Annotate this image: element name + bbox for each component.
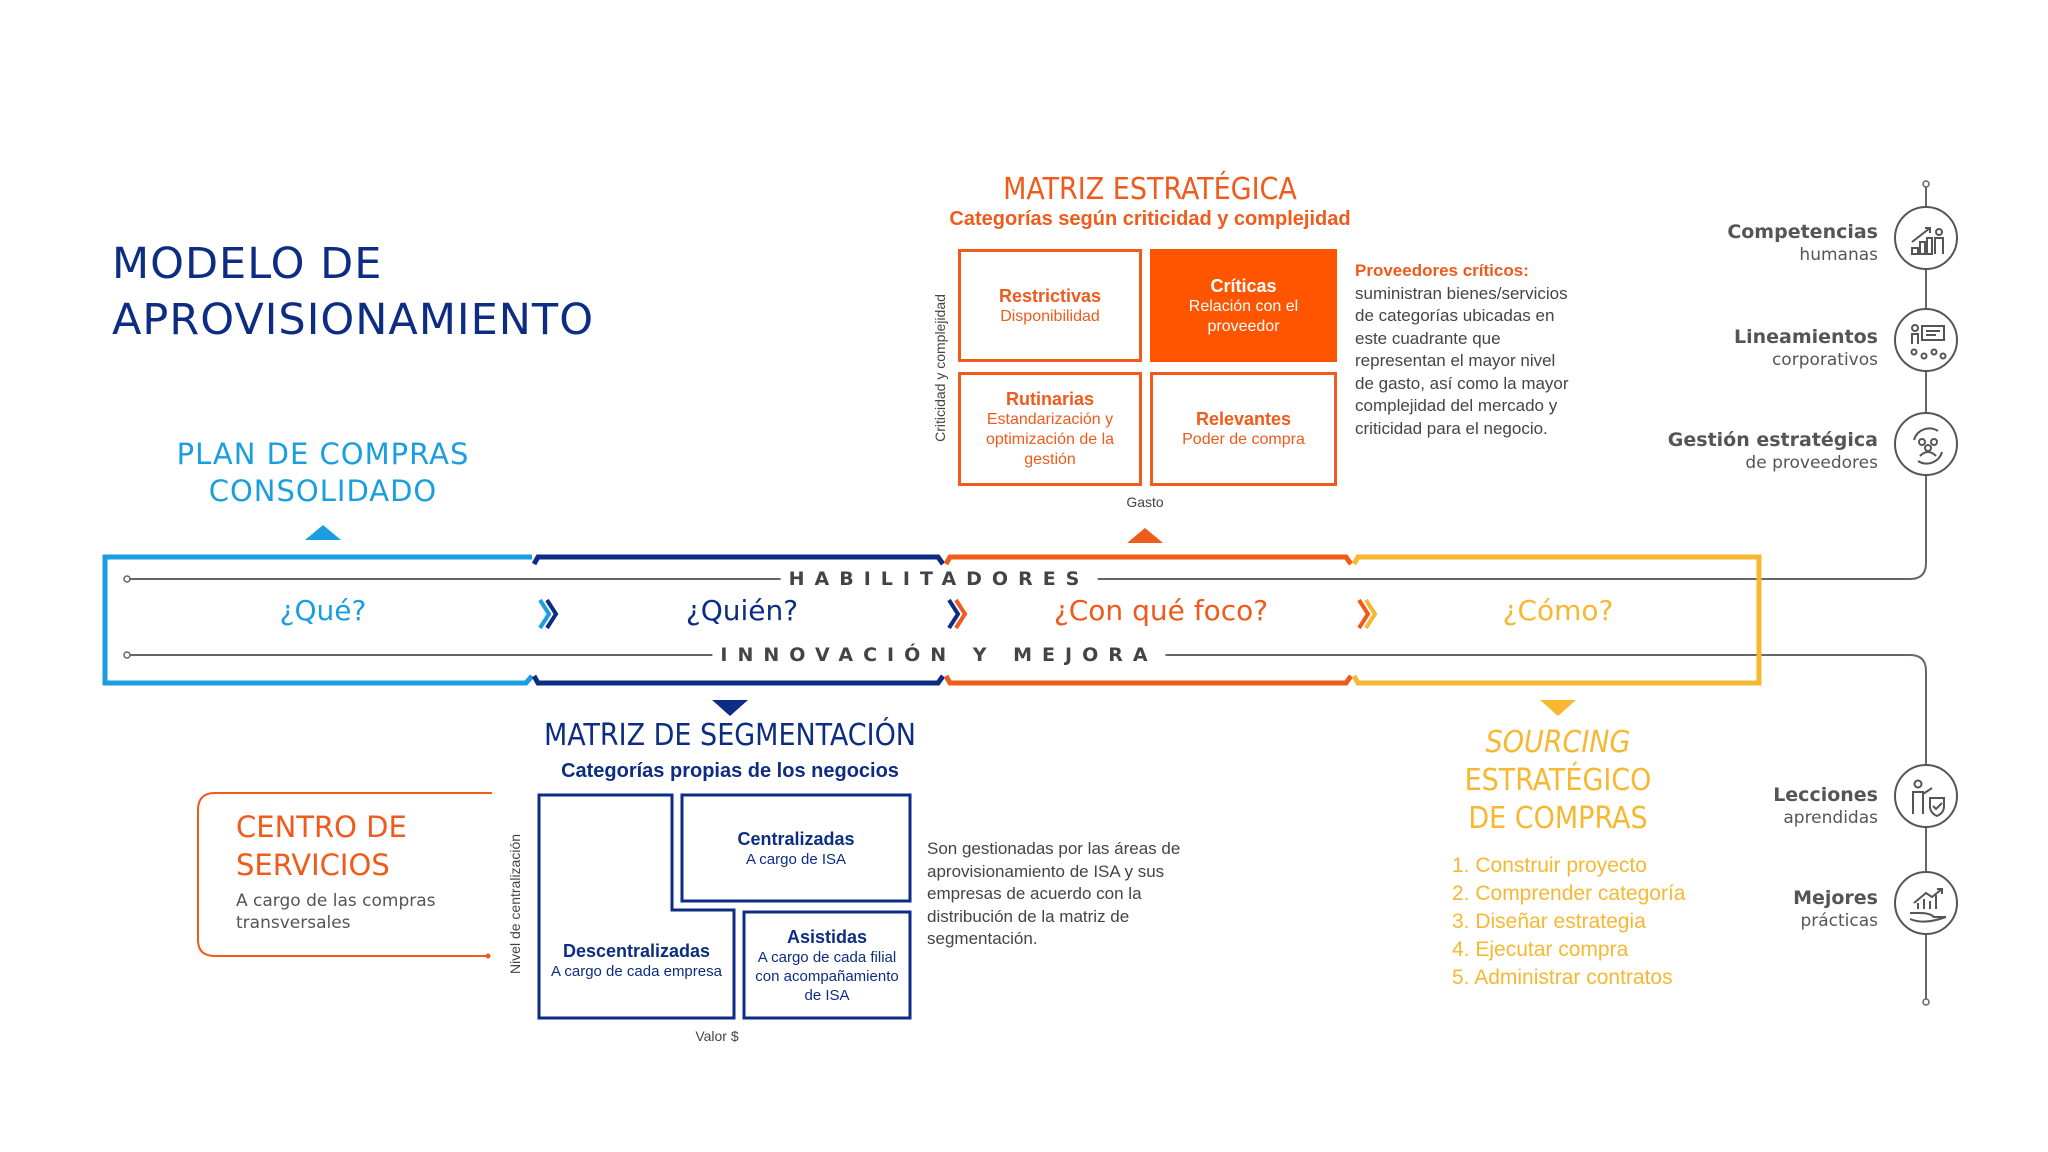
growth-people-icon [1894, 206, 1958, 270]
matriz-estrategica-title: MATRIZ ESTRATÉGICA [1003, 172, 1297, 207]
page-title: MODELO DE APROVISIONAMIENTO [112, 239, 595, 345]
person-shield-icon [1894, 764, 1958, 828]
triangle-down-yellow [1540, 700, 1576, 716]
band-segment-quien [531, 554, 946, 686]
sourcing-title-2: ESTRATÉGICO [1464, 763, 1652, 798]
centro-servicios-title: CENTRO DE SERVICIOS [236, 810, 407, 882]
x-axis-gasto: Gasto [1126, 494, 1164, 510]
chevron-icon [538, 598, 1378, 630]
innovacion-line [127, 654, 1927, 1002]
sourcing-title-1: SOURCING [1485, 725, 1631, 760]
y-axis-criticidad: Criticidad y complejidad [932, 294, 948, 442]
presentation-icon [1894, 308, 1958, 372]
sourcing-steps: 1. Construir proyecto 2. Comprender cate… [1452, 852, 1685, 992]
triangle-up-orange [1127, 528, 1163, 543]
band-segment-foco [943, 554, 1354, 686]
descentralizadas-box [537, 793, 736, 1020]
matriz-estrategica-subtitle: Categorías según criticidad y complejida… [949, 208, 1351, 230]
sourcing-step: 3. Diseñar estrategia [1452, 910, 1646, 933]
segmentacion-note: Son gestionadas por las áreas de aprovis… [927, 839, 1181, 948]
sourcing-step: 4. Ejecutar compra [1452, 938, 1629, 961]
sourcing-title-3: DE COMPRAS [1468, 801, 1648, 836]
centro-servicios-desc: A cargo de las compras transversales [236, 891, 436, 933]
innovacion-label: INNOVACIÓN Y MEJORA [712, 644, 1166, 666]
proveedores-criticos-note: Proveedores críticos: suministran bienes… [1355, 261, 1569, 438]
sourcing-step: 1. Construir proyecto [1452, 854, 1647, 877]
asistidas-box [742, 910, 912, 1020]
x-axis-valor: Valor $ [695, 1028, 739, 1044]
plan-compras-label: PLAN DE COMPRAS CONSOLIDADO [176, 437, 470, 508]
band-segment-como [1351, 554, 1762, 686]
habilitadores-line [127, 184, 1927, 580]
sourcing-step: 5. Administrar contratos [1452, 966, 1673, 989]
matriz-segmentacion-title: MATRIZ DE SEGMENTACIÓN [543, 718, 916, 753]
y-axis-centralizacion: Nivel de centralización [507, 833, 523, 975]
question-como: ¿Cómo? [1502, 594, 1614, 627]
band-segment-que [102, 554, 534, 686]
question-foco: ¿Con qué foco? [1053, 594, 1269, 627]
sourcing-step: 2. Comprender categoría [1452, 882, 1686, 905]
triangle-down-navy [712, 700, 748, 716]
habilitadores-label: HABILITADORES [780, 568, 1098, 590]
question-quien: ¿Quién? [685, 594, 799, 627]
centralizadas-box [680, 793, 912, 903]
team-cycle-icon [1894, 412, 1958, 476]
question-que: ¿Qué? [279, 594, 367, 627]
hand-chart-icon [1894, 871, 1958, 935]
matriz-segmentacion-subtitle: Categorías propias de los negocios [561, 760, 899, 782]
triangle-up-blue [305, 525, 341, 540]
centro-servicios-bracket [197, 792, 492, 957]
